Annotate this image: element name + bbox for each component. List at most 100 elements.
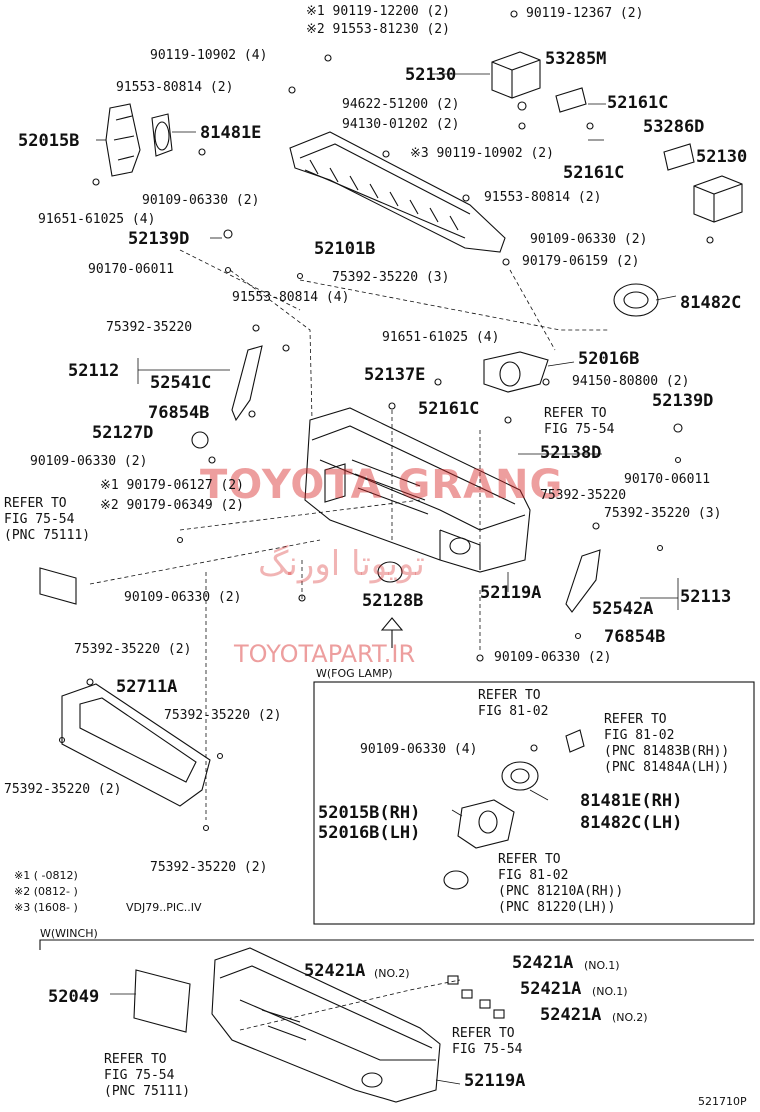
part-number: 52161C <box>607 93 669 113</box>
leader-lines <box>89 249 610 1031</box>
part-number: 52421A <box>512 953 574 973</box>
refer-link[interactable]: REFER TO <box>604 712 667 727</box>
part-number: 76854B <box>148 403 210 423</box>
part-number: 81482C <box>680 293 742 313</box>
refer-link[interactable]: FIG 75-54 <box>544 422 615 437</box>
part-label: 75392-35220 <box>540 488 627 503</box>
figure-id: 521710P <box>698 1095 747 1108</box>
section-caption: W(WINCH) <box>40 927 98 940</box>
part-label: 75392-35220 (2) <box>150 860 268 875</box>
part-label: 90109-06330 (2) <box>142 193 260 208</box>
part-label: 90109-06330 (2) <box>494 650 612 665</box>
part-number: 52119A <box>464 1071 526 1091</box>
part-number: 52016B(LH) <box>318 823 421 843</box>
part-label: 91553-80814 (2) <box>484 190 602 205</box>
part-number: 52119A <box>480 583 542 603</box>
part-label: ※2 91553-81230 (2) <box>306 22 450 37</box>
bracket-53285M <box>555 87 587 113</box>
part-number: 52542A <box>592 599 654 619</box>
fog-lamp-cover-52128B <box>377 561 403 583</box>
part-number: 81481E <box>200 123 262 143</box>
winch-bumper-52119A <box>211 947 441 1103</box>
fog-lamp-inset <box>313 681 755 925</box>
part-number: 52421A <box>540 1005 602 1025</box>
part-label: 90109-06330 (2) <box>30 454 148 469</box>
part-variant: (NO.1) <box>584 959 620 972</box>
pnc-ref: (PNC 81484A(LH)) <box>604 760 730 775</box>
pad-52421A-a <box>447 975 459 985</box>
part-label: 75392-35220 (2) <box>74 642 192 657</box>
part-number: 52161C <box>563 163 625 183</box>
part-number: 52421A <box>520 979 582 999</box>
bracket-52015B <box>105 103 141 177</box>
part-number: 81482C(LH) <box>580 813 683 833</box>
refer-link[interactable]: FIG 75-54 <box>452 1042 523 1057</box>
pnc-ref: (PNC 81210A(RH)) <box>498 884 624 899</box>
pad-52421A-b <box>461 989 473 999</box>
part-label: 90109-06330 (4) <box>360 742 478 757</box>
part-label: 75392-35220 (3) <box>332 270 450 285</box>
footnote: ※1 ( -0812) <box>14 869 78 882</box>
part-number: 52137E <box>364 365 426 385</box>
part-number: 52138D <box>540 443 602 463</box>
part-label: 94622-51200 (2) <box>342 97 460 112</box>
part-number: 52049 <box>48 987 100 1007</box>
part-number: 52711A <box>116 677 178 697</box>
part-number: 52015B <box>18 131 80 151</box>
part-number: 52113 <box>680 587 732 607</box>
grille-reinforcement-52101B <box>289 131 506 253</box>
fog-lamp-81482C <box>613 283 659 317</box>
part-number: 52128B <box>362 591 424 611</box>
refer-link[interactable]: FIG 75-54 <box>104 1068 175 1083</box>
fog-lamp-arrow <box>380 617 404 648</box>
refer-link[interactable]: REFER TO <box>544 406 607 421</box>
part-number: 52130 <box>696 147 748 167</box>
part-label: 90109-06330 (2) <box>124 590 242 605</box>
refer-link[interactable]: FIG 75-54 <box>4 512 75 527</box>
inset-fog-lamp-assembly <box>443 729 585 890</box>
refer-link[interactable]: REFER TO <box>4 496 67 511</box>
refer-link[interactable]: REFER TO <box>498 852 561 867</box>
part-label: 94150-80800 (2) <box>572 374 690 389</box>
pnc-ref: (PNC 75111) <box>104 1084 191 1099</box>
part-number: 52127D <box>92 423 154 443</box>
part-label: ※1 90119-12200 (2) <box>306 4 450 19</box>
refer-link[interactable]: REFER TO <box>104 1052 167 1067</box>
part-label: 75392-35220 (2) <box>164 708 282 723</box>
part-label: 75392-35220 (2) <box>4 782 122 797</box>
part-number: 52139D <box>128 229 190 249</box>
bracket-52130-right <box>693 175 743 223</box>
part-number: 52161C <box>418 399 480 419</box>
callout-leaders <box>96 73 679 1085</box>
part-label: 75392-35220 (3) <box>604 506 722 521</box>
section-caption: W(FOG LAMP) <box>316 667 393 680</box>
part-variant: (NO.2) <box>612 1011 648 1024</box>
refer-link[interactable]: FIG 81-02 <box>478 704 549 719</box>
part-label: 75392-35220 <box>106 320 193 335</box>
part-label: 91651-61025 (4) <box>38 212 156 227</box>
pad-52421A-c <box>479 999 491 1009</box>
watermark-persian: تویوتا اورنگ <box>258 544 425 584</box>
pnc-ref: (PNC 81220(LH)) <box>498 900 616 915</box>
plate-52049 <box>133 969 191 1033</box>
refer-link[interactable]: REFER TO <box>452 1026 515 1041</box>
part-label: ※2 90179-06349 (2) <box>100 498 244 513</box>
watermark-brand: TOYOTA GRANG <box>200 462 564 508</box>
refer-link[interactable]: FIG 81-02 <box>604 728 675 743</box>
part-label: ※1 90179-06127 (2) <box>100 478 244 493</box>
bracket-52016B <box>483 351 549 393</box>
bolt-marks <box>58 10 714 832</box>
part-number: 52016B <box>578 349 640 369</box>
part-number: 76854B <box>604 627 666 647</box>
fog-lamp-81481E <box>151 113 173 157</box>
part-number: 52130 <box>405 65 457 85</box>
refer-link[interactable]: FIG 81-02 <box>498 868 569 883</box>
bracket-53286D <box>663 143 695 171</box>
part-label: 90119-10902 (4) <box>150 48 268 63</box>
part-label: 90109-06330 (2) <box>530 232 648 247</box>
refer-link[interactable]: REFER TO <box>478 688 541 703</box>
pad-52421A-d <box>493 1009 505 1019</box>
part-number: 52139D <box>652 391 714 411</box>
part-label: 90179-06159 (2) <box>522 254 640 269</box>
